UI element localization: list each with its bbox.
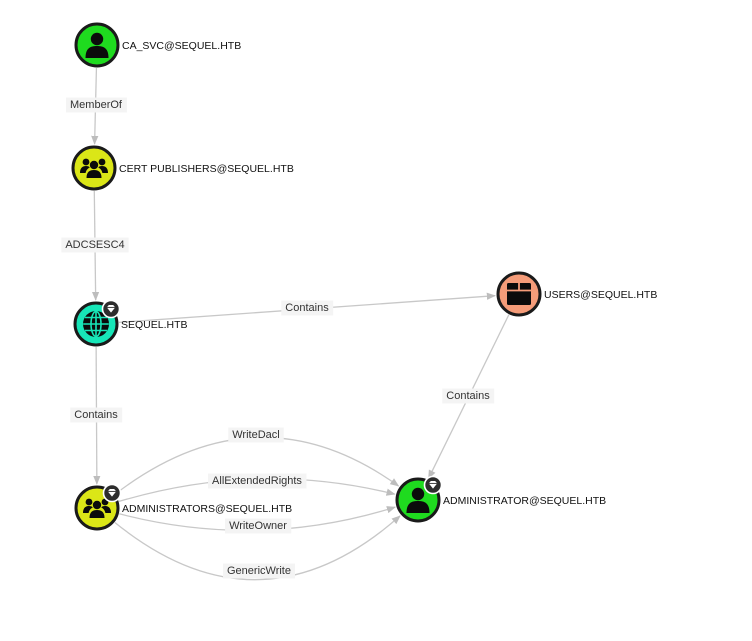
edge-label-background xyxy=(228,427,284,443)
edge-label[interactable]: WriteOwner xyxy=(225,518,292,534)
edge-label-background xyxy=(66,97,127,113)
group-icon xyxy=(83,498,111,518)
edge-label-text: AllExtendedRights xyxy=(212,475,302,487)
tier-zero-gem-icon xyxy=(101,299,121,319)
node-domain[interactable]: SEQUEL.HTB xyxy=(73,299,188,347)
edge-label-background xyxy=(61,237,129,253)
node-user[interactable]: CA_SVC@SEQUEL.HTB xyxy=(74,22,241,68)
edge-genericwrite-line[interactable] xyxy=(114,515,401,581)
tier-zero-gem-icon xyxy=(423,475,443,495)
edge-label[interactable]: Contains xyxy=(281,300,334,316)
edge-label-text: Contains xyxy=(285,302,329,314)
edge-label-text: WriteOwner xyxy=(229,520,287,532)
edge-label-text: ADCSESC4 xyxy=(65,239,124,251)
edge-label[interactable]: Contains xyxy=(70,407,123,423)
edge-label-background xyxy=(281,300,334,316)
edge-label[interactable]: WriteDacl xyxy=(228,427,284,443)
edge-label-background xyxy=(225,518,292,534)
node-user[interactable]: ADMINISTRATOR@SEQUEL.HTB xyxy=(395,475,606,523)
edge-label-text: Contains xyxy=(446,390,490,402)
edge-label[interactable]: AllExtendedRights xyxy=(208,473,307,489)
edge-label-text: MemberOf xyxy=(70,99,123,111)
container-icon xyxy=(507,283,531,305)
user-icon xyxy=(406,487,430,513)
edge-label-layer: MemberOfADCSESC4ContainsContainsContains… xyxy=(61,97,495,579)
group-icon xyxy=(80,158,108,178)
edge-label-text: GenericWrite xyxy=(227,565,291,577)
node-container[interactable]: USERS@SEQUEL.HTB xyxy=(496,271,657,317)
node-label: ADMINISTRATOR@SEQUEL.HTB xyxy=(443,495,606,507)
node-group[interactable]: CERT PUBLISHERS@SEQUEL.HTB xyxy=(71,145,294,191)
node-group[interactable]: ADMINISTRATORS@SEQUEL.HTB xyxy=(74,483,292,531)
edge-label-background xyxy=(442,388,495,404)
domain-icon xyxy=(83,310,109,338)
edge-label[interactable]: MemberOf xyxy=(66,97,127,113)
node-layer: CA_SVC@SEQUEL.HTB CERT PUBLISHERS@SEQUEL.… xyxy=(71,22,657,531)
edge-label-text: WriteDacl xyxy=(232,429,279,441)
edge-label-background xyxy=(70,407,123,423)
node-label: CA_SVC@SEQUEL.HTB xyxy=(122,40,241,52)
edge-label[interactable]: GenericWrite xyxy=(223,563,295,579)
user-icon xyxy=(85,32,109,58)
edge-label-background xyxy=(223,563,295,579)
node-label: CERT PUBLISHERS@SEQUEL.HTB xyxy=(119,163,294,175)
node-label: USERS@SEQUEL.HTB xyxy=(544,289,657,301)
edge-label-text: Contains xyxy=(74,409,118,421)
edge-label-background xyxy=(208,473,307,489)
tier-zero-gem-icon xyxy=(102,483,122,503)
edge-label[interactable]: ADCSESC4 xyxy=(61,237,129,253)
node-label: SEQUEL.HTB xyxy=(121,319,188,331)
node-label: ADMINISTRATORS@SEQUEL.HTB xyxy=(122,503,292,515)
edge-label[interactable]: Contains xyxy=(442,388,495,404)
